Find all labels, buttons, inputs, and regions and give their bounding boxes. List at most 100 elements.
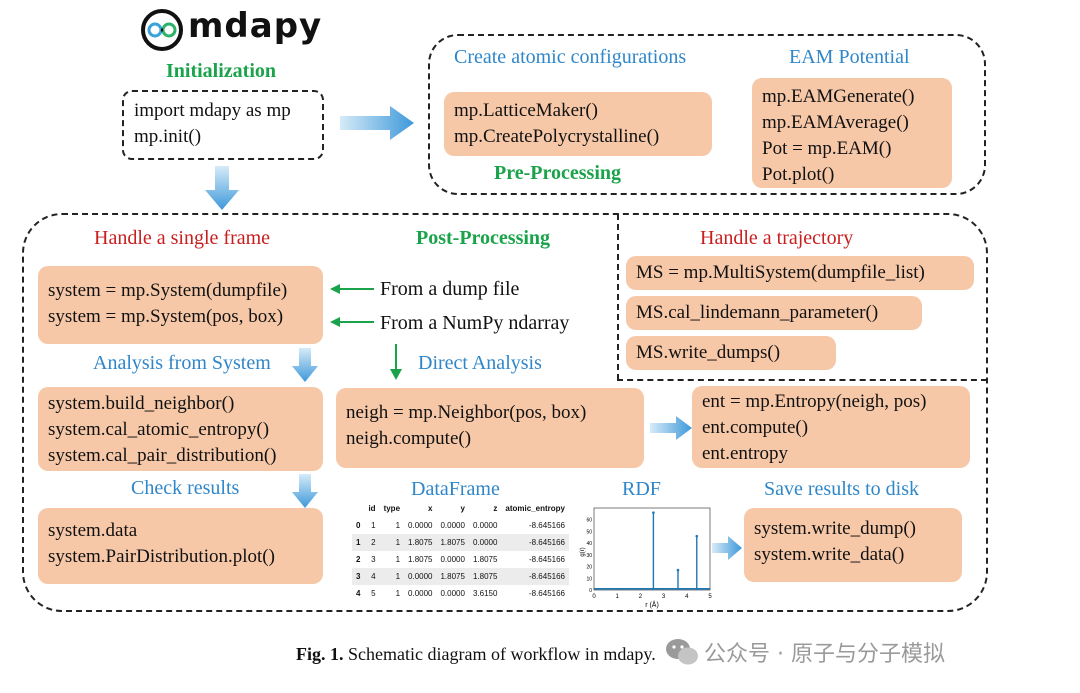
rdf-ytick-label: 60 [586, 518, 592, 524]
check-line-1: system.data [48, 520, 138, 541]
table-cell: 1 [395, 555, 401, 564]
table-cell: 0.0000 [404, 568, 437, 585]
neighbor-box: neigh = mp.Neighbor(pos, box) neigh.comp… [336, 388, 644, 468]
table-cell: 4 [364, 568, 380, 585]
direct-analysis-title: Direct Analysis [418, 352, 542, 374]
post-processing-region [22, 213, 988, 612]
table-cell: -8.645166 [501, 534, 569, 551]
init-box [122, 90, 324, 160]
init-line-1: import mdapy as mp [134, 100, 291, 121]
pre-processing-title: Pre-Processing [494, 162, 622, 184]
table-cell: 0.0000 [440, 589, 465, 598]
trajectory-divider-vertical [617, 214, 619, 380]
init-code: import mdapy as mp mp.init() [134, 98, 291, 150]
analysis-from-system-title: Analysis from System [93, 352, 271, 374]
caption-text: Schematic diagram of workflow in mdapy. [348, 644, 656, 664]
eam-line-1: mp.EAMGenerate() [762, 86, 915, 107]
table-cell: 1 [395, 521, 401, 530]
save-line-2: system.write_data() [754, 544, 905, 565]
from-numpy-label: From a NumPy ndarray [380, 312, 570, 334]
rdf-ytick-label: 30 [586, 553, 592, 559]
rdf-peak-point [676, 568, 680, 572]
arrow-right-icon [712, 536, 742, 560]
post-processing-title: Post-Processing [416, 227, 551, 249]
create-line-1: mp.LatticeMaker() [454, 100, 599, 121]
rdf-xtick-label: 0 [592, 594, 596, 600]
table-cell: 1.8075 [472, 555, 498, 564]
logo-text: mdapy [188, 6, 323, 46]
rdf-xlabel: r (Å) [645, 600, 659, 609]
table-cell: 0.0000 [440, 555, 465, 564]
table-cell: 0.0000 [408, 521, 433, 530]
table-header: atomic_entropy [505, 504, 565, 513]
create-box: mp.LatticeMaker() mp.CreatePolycrystalli… [444, 92, 712, 156]
entropy-box: ent = mp.Entropy(neigh, pos) ent.compute… [692, 386, 970, 468]
table-cell: 0.0000 [408, 589, 433, 598]
arrow-right-icon [340, 106, 414, 140]
watermark: 公众号 · 原子与分子模拟 [664, 636, 945, 668]
table-cell: 0.0000 [468, 534, 502, 551]
table-index-cell: 4 [356, 589, 361, 598]
rdf-xtick-label: 5 [708, 594, 712, 600]
table-header: z [493, 504, 498, 513]
rdf-ytick-label: 20 [586, 565, 592, 571]
table-cell: -8.645166 [528, 589, 565, 598]
table-cell: 1.8075 [436, 534, 469, 551]
table-cell: 1 [371, 521, 376, 530]
rdf-ytick-label: 40 [586, 541, 592, 547]
neigh-line-2: neigh.compute() [346, 428, 472, 449]
check-box: system.data system.PairDistribution.plot… [38, 508, 323, 584]
from-dump-label: From a dump file [380, 278, 520, 300]
traj-line-1: MS = mp.MultiSystem(dumpfile_list) [636, 262, 925, 283]
rdf-peak-point [695, 534, 699, 538]
lindemann-box: MS.cal_lindemann_parameter() [626, 296, 922, 330]
arrow-down-icon [292, 348, 318, 382]
table-cell: -8.645166 [528, 555, 565, 564]
rdf-xtick-label: 2 [639, 594, 643, 600]
table-index-cell: 0 [356, 521, 361, 530]
rdf-title: RDF [622, 478, 661, 500]
rdf-ylabel: g(r) [580, 547, 586, 556]
eam-line-2: mp.EAMAverage() [762, 112, 909, 133]
table-cell: -8.645166 [528, 521, 565, 530]
mdapy-logo-icon [141, 9, 183, 51]
table-index-cell: 1 [352, 534, 365, 551]
rdf-plot-frame [593, 507, 711, 591]
table-cell: 3 [371, 555, 376, 564]
init-line-2: mp.init() [134, 126, 202, 147]
figure-caption: Fig. 1. Schematic diagram of workflow in… [296, 644, 656, 665]
table-cell: 1.8075 [408, 555, 433, 564]
arrow-down-icon [205, 166, 239, 210]
single-frame-title: Handle a single frame [94, 227, 271, 249]
table-cell: 1 [395, 589, 401, 598]
arrow-down-icon [292, 474, 318, 508]
caption-label: Fig. 1. [296, 644, 344, 664]
table-cell: 2 [364, 534, 380, 551]
entropy-line-1: ent = mp.Entropy(neigh, pos) [702, 391, 927, 412]
system-line-2: system = mp.System(pos, box) [48, 306, 284, 327]
eam-line-4: Pot.plot() [762, 164, 835, 185]
table-cell: 3.6150 [472, 589, 498, 598]
logo: mdapy [140, 6, 321, 52]
table-cell: 1 [379, 568, 405, 585]
table-header: y [460, 504, 465, 513]
table-cell: 0.0000 [472, 521, 498, 530]
eam-title: EAM Potential [789, 46, 910, 68]
rdf-xtick-label: 4 [685, 594, 689, 600]
traj-line-3: MS.write_dumps() [636, 342, 781, 363]
table-cell: 1.8075 [404, 534, 437, 551]
arrow-left-icon [330, 317, 374, 327]
arrow-left-icon [330, 284, 374, 294]
rdf-peak-point [652, 511, 655, 514]
wechat-icon [666, 639, 698, 665]
neigh-line-1: neigh = mp.Neighbor(pos, box) [346, 402, 587, 423]
table-header-row: id type x y z atomic_entropy [352, 500, 569, 517]
rdf-ytick-label: 10 [586, 576, 592, 582]
multisystem-box: MS = mp.MultiSystem(dumpfile_list) [626, 256, 974, 290]
table-header: type [383, 504, 401, 513]
